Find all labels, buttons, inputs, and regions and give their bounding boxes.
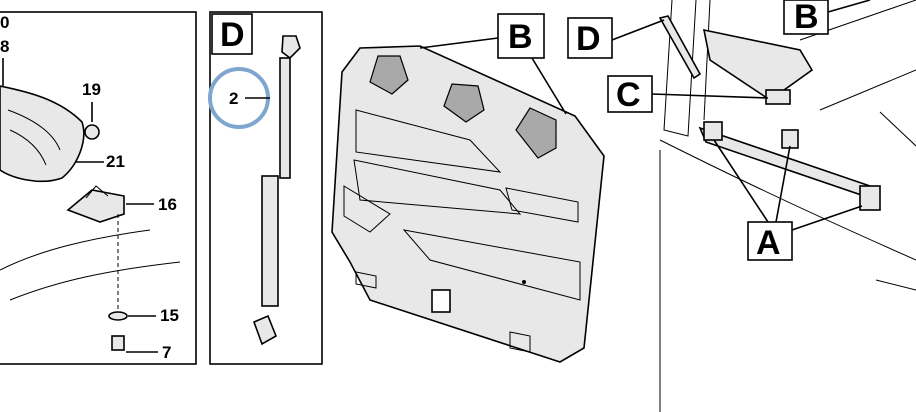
recess-3	[505, 187, 579, 223]
right-letter-d: D	[576, 20, 601, 58]
recess-2	[353, 159, 522, 215]
right-letter-c: C	[616, 76, 641, 114]
gas-strut-rod	[279, 57, 291, 179]
leader-line-right-c	[651, 93, 769, 99]
gas-strut-bottom-end	[252, 314, 278, 346]
leader-line-b1	[419, 37, 499, 49]
crossbar-mount-mid	[781, 129, 799, 149]
gas-strut-cylinder	[261, 175, 279, 307]
part-label-7: 7	[162, 343, 171, 362]
callout-label-2: 2	[229, 89, 238, 108]
recess-4	[343, 185, 391, 233]
recess-1	[355, 109, 502, 173]
floor-plate-edges	[0, 229, 181, 301]
rear-panel: B	[331, 13, 605, 363]
part-label-16: 16	[158, 195, 177, 214]
center-letter-b: B	[508, 18, 533, 56]
right-letter-box-a	[747, 221, 793, 261]
bracket-detail	[7, 109, 61, 166]
installed-bracket	[702, 28, 814, 101]
crossbar-mount-left	[703, 121, 723, 141]
right-letter-box-d	[567, 17, 613, 59]
crossbar-mount-right	[859, 185, 881, 211]
leader-line-right-b	[827, 0, 871, 13]
bolt-7	[111, 335, 125, 351]
leader-line-right-a3	[791, 205, 863, 231]
installed-view: B D C A	[567, 0, 916, 412]
latch-slot	[431, 289, 451, 313]
center-letter-box-b	[497, 13, 545, 59]
part-label-8: 8	[0, 37, 9, 56]
mount-1	[369, 55, 409, 95]
installed-gas-strut	[658, 15, 702, 80]
bracket-part-21	[0, 85, 85, 183]
right-letter-a: A	[756, 224, 781, 262]
part-label-0: 0	[0, 13, 9, 32]
right-letter-b: B	[794, 0, 819, 36]
mount-2	[443, 83, 485, 123]
cab-post-inner	[703, 0, 711, 121]
mount-3	[515, 107, 557, 159]
rear-rod	[879, 111, 916, 147]
gas-strut-top-end	[281, 35, 301, 60]
nut-19	[84, 124, 100, 140]
part-label-19: 19	[82, 80, 101, 99]
leader-line-right-d	[611, 19, 665, 41]
leader-line-b2	[531, 57, 567, 115]
mid-panel-letter-box	[211, 13, 253, 55]
part-label-15: 15	[160, 306, 179, 325]
mid-panel: D 2	[208, 11, 323, 365]
part-label-21: 21	[106, 152, 125, 171]
leader-line-right-a2	[775, 145, 791, 223]
installed-hinge-c	[765, 89, 791, 105]
bottom-tabs	[355, 271, 531, 353]
left-panel: 0 8 19 21 16 15 7	[0, 11, 197, 365]
washer-15	[108, 311, 128, 321]
leader-line-right-a1	[713, 139, 769, 223]
hinge-detail	[85, 185, 109, 199]
mid-panel-letter: D	[220, 16, 245, 54]
floor-edge	[875, 279, 916, 291]
recess-5	[402, 229, 581, 301]
cab-frame-edges	[659, 139, 916, 412]
right-letter-box-b	[783, 0, 829, 35]
panel-hole	[522, 280, 526, 284]
hinge-bracket-16	[66, 189, 125, 223]
